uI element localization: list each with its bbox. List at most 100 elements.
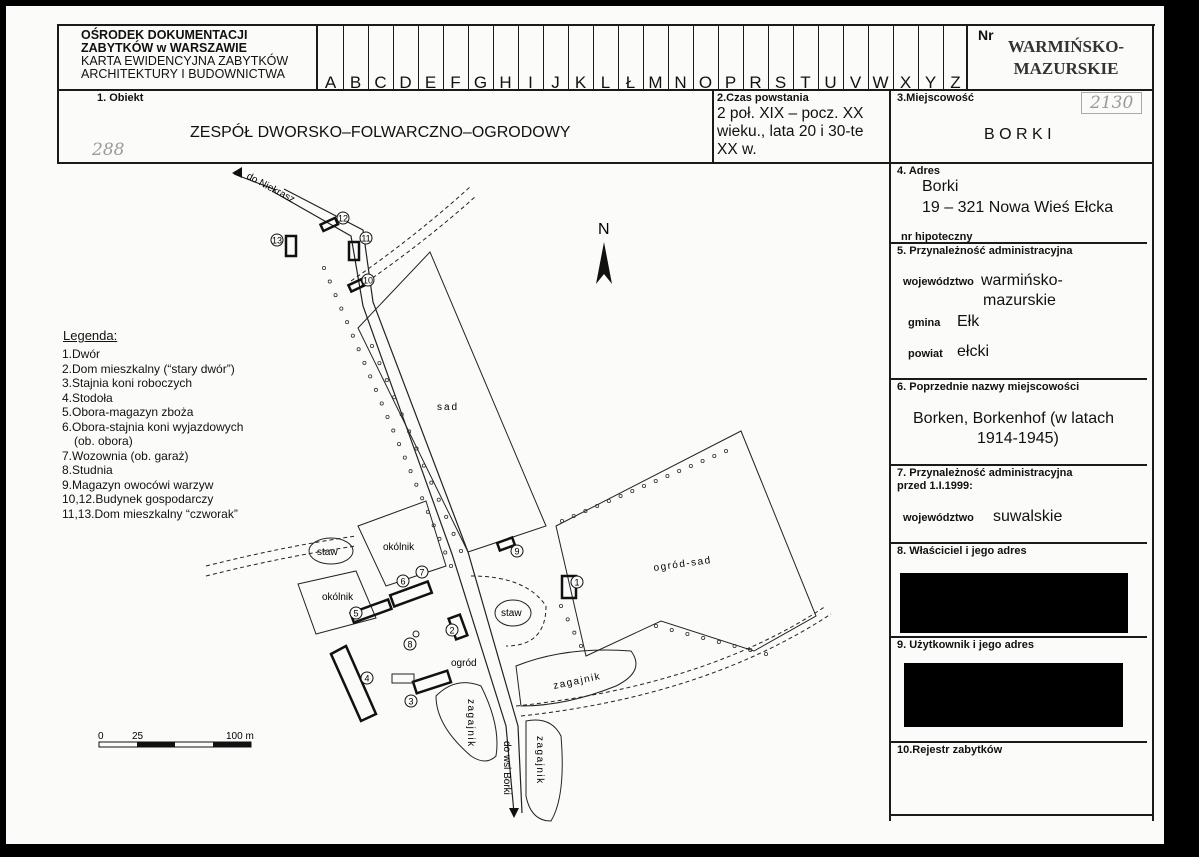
letter-cell: N <box>674 73 687 92</box>
line-5 <box>889 378 1147 380</box>
tree-dot <box>571 513 576 518</box>
tree-dot <box>630 488 635 493</box>
scale-100: 100 m <box>226 731 254 742</box>
nr-handwritten: 2130 <box>1081 92 1143 114</box>
tree-dot <box>448 564 453 569</box>
building-number-circle <box>361 273 375 287</box>
legend-item: 5.Obora-magazyn zboża <box>62 405 194 419</box>
garden-orchard-area <box>555 430 817 657</box>
tree-dot <box>700 458 705 463</box>
row1-divider-a <box>712 90 714 164</box>
tree-dot <box>669 628 674 633</box>
building-number-circle <box>510 544 524 558</box>
ogrod-sad-label: ogród-sad <box>653 555 712 574</box>
letter-cell: S <box>774 73 787 92</box>
letter-divider <box>743 24 744 90</box>
poprzednie-label: 6. Poprzednie nazwy miejscowości <box>897 381 1080 393</box>
okolnik-label-2: okólnik <box>322 592 354 603</box>
letter-divider <box>368 24 369 90</box>
tree-dot <box>559 604 564 609</box>
staw-label-1: staw <box>317 547 338 558</box>
tree-dot <box>437 536 442 541</box>
building-number: 8 <box>407 640 412 650</box>
tree-dot <box>407 429 412 434</box>
gmina-label: gmina <box>908 317 941 329</box>
building-number-circle <box>336 211 350 225</box>
tree-dot <box>384 378 389 383</box>
letter-cell: E <box>424 73 437 92</box>
tree-dot <box>436 497 441 502</box>
tree-dot <box>377 361 382 366</box>
legend-item: 4.Stodoła <box>62 390 113 405</box>
przynaleznosc-przed-label: 7. Przynależność administracyjna przed 1… <box>897 467 1073 492</box>
main-road-left <box>271 190 515 814</box>
legend-title: Legenda: <box>63 328 118 343</box>
letter-cell: K <box>574 73 587 92</box>
letter-divider <box>468 24 469 90</box>
letter-cell: M <box>648 73 663 92</box>
tree-dot <box>402 455 407 460</box>
building-9 <box>495 535 517 553</box>
letter-divider <box>693 24 694 90</box>
redaction-user <box>904 663 1123 727</box>
tree-dot <box>431 523 436 528</box>
tree-dot <box>391 428 396 433</box>
tree-dot <box>764 652 769 657</box>
letter-cell: Ł <box>625 73 636 92</box>
building-number: 6 <box>400 577 405 587</box>
letter-cell: L <box>600 73 611 92</box>
building-number: 1 <box>574 578 579 588</box>
building-13 <box>284 234 298 258</box>
right-column-line <box>889 90 891 821</box>
building-number: 4 <box>364 674 369 684</box>
tree-dot <box>385 414 390 419</box>
tree-dot <box>414 446 419 451</box>
letter-cell: J <box>551 73 560 92</box>
letter-cell: H <box>499 73 512 92</box>
letter-cell: P <box>724 73 737 92</box>
poprzednie-line1: Borken, Borkenhof (w latach <box>913 410 1114 427</box>
tree-dot <box>583 508 588 513</box>
tree-dot <box>392 395 397 400</box>
tree-dot <box>724 448 729 453</box>
building-number-circle <box>570 575 584 589</box>
building-number-circle <box>445 623 459 637</box>
letter-cell: X <box>899 73 912 92</box>
tree-dot <box>350 333 355 338</box>
czas-value: 2 poł. XIX – pocz. XX wieku., lata 20 i … <box>717 105 864 158</box>
scale-segment-2 <box>213 742 251 747</box>
building-number-circle <box>415 565 429 579</box>
building-number-circle <box>396 574 410 588</box>
adres-line1: Borki <box>922 178 959 195</box>
legend-list: 1.Dwór 2.Dom mieszkalny (“stary dwór”) 3… <box>62 347 243 521</box>
thicket-1 <box>515 649 637 707</box>
letter-divider <box>393 24 394 90</box>
letter-cell: G <box>473 73 488 92</box>
letter-cell: R <box>749 73 762 92</box>
line-7 <box>889 542 1147 544</box>
building-number-circle <box>403 637 417 651</box>
dashed-path-5 <box>515 605 827 707</box>
tree-dot <box>368 374 373 379</box>
miejscowosc-value: B O R K I <box>984 126 1052 143</box>
tree-dot <box>397 442 402 447</box>
tree-dot <box>606 498 611 503</box>
okolnik-label-1: okólnik <box>383 542 415 553</box>
dashed-path-7 <box>470 575 547 647</box>
legend-item: 2.Dom mieszkalny (“stary dwór”) <box>62 361 235 376</box>
tree-dot <box>654 624 659 629</box>
letter-divider <box>418 24 419 90</box>
poprzednie-line2: 1914-1945) <box>977 430 1059 447</box>
building-number-circle <box>270 233 284 247</box>
building-4 <box>329 644 378 723</box>
uzytkownik-label: 9. Użytkownik i jego adres <box>897 639 1034 651</box>
tree-dot <box>685 632 690 637</box>
scale-segment-1 <box>137 742 175 747</box>
legend-item: 7.Wozownia (ob. garaż) <box>62 448 189 463</box>
tree-dot <box>677 468 682 473</box>
tree-dot <box>443 550 448 555</box>
letter-divider <box>568 24 569 90</box>
building-number-circle <box>360 671 374 685</box>
thicket-3 <box>525 719 563 822</box>
